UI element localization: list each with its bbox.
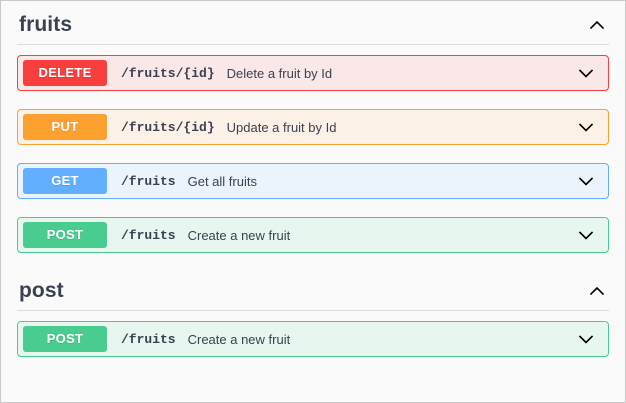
operation-summary: Create a new fruit — [187, 227, 291, 243]
page-title: fruits — [19, 13, 73, 36]
operation-row-get-fruits[interactable]: GET /fruits Get all fruits — [17, 163, 609, 200]
chevron-down-icon[interactable] — [575, 170, 597, 192]
method-badge-delete: DELETE — [23, 60, 107, 87]
operation-summary: Delete a fruit by Id — [226, 65, 333, 81]
chevron-down-icon[interactable] — [575, 328, 597, 350]
chevron-up-icon[interactable] — [587, 281, 607, 301]
operation-path: /fruits/{id} — [121, 119, 215, 135]
section-divider-spacer — [1, 253, 625, 267]
tag-header-post[interactable]: post — [17, 267, 609, 312]
tag-header-fruits[interactable]: fruits — [17, 1, 609, 46]
operation-row-put-fruits-id[interactable]: PUT /fruits/{id} Update a fruit by Id — [17, 109, 609, 146]
operation-row-post-fruits-2[interactable]: POST /fruits Create a new fruit — [17, 321, 609, 358]
tag-section-post: post POST /fruits Create a new fruit — [1, 267, 625, 358]
operation-path: /fruits — [121, 173, 176, 189]
operation-path: /fruits/{id} — [121, 65, 215, 81]
method-badge-post: POST — [23, 326, 107, 353]
operation-row-delete-fruits-id[interactable]: DELETE /fruits/{id} Delete a fruit by Id — [17, 55, 609, 92]
method-badge-put: PUT — [23, 114, 107, 141]
operation-path: /fruits — [121, 331, 176, 347]
operation-summary: Get all fruits — [187, 173, 257, 189]
operation-path: /fruits — [121, 227, 176, 243]
chevron-up-icon[interactable] — [587, 15, 607, 35]
method-badge-post: POST — [23, 222, 107, 249]
chevron-down-icon[interactable] — [575, 224, 597, 246]
tag-section-fruits: fruits DELETE /fruits/{id} Delete a frui… — [1, 1, 625, 254]
operation-summary: Create a new fruit — [187, 331, 291, 347]
operation-row-post-fruits[interactable]: POST /fruits Create a new fruit — [17, 217, 609, 254]
method-badge-get: GET — [23, 168, 107, 195]
operation-summary: Update a fruit by Id — [226, 119, 337, 135]
chevron-down-icon[interactable] — [575, 116, 597, 138]
chevron-down-icon[interactable] — [575, 62, 597, 84]
section-title: post — [19, 279, 64, 303]
